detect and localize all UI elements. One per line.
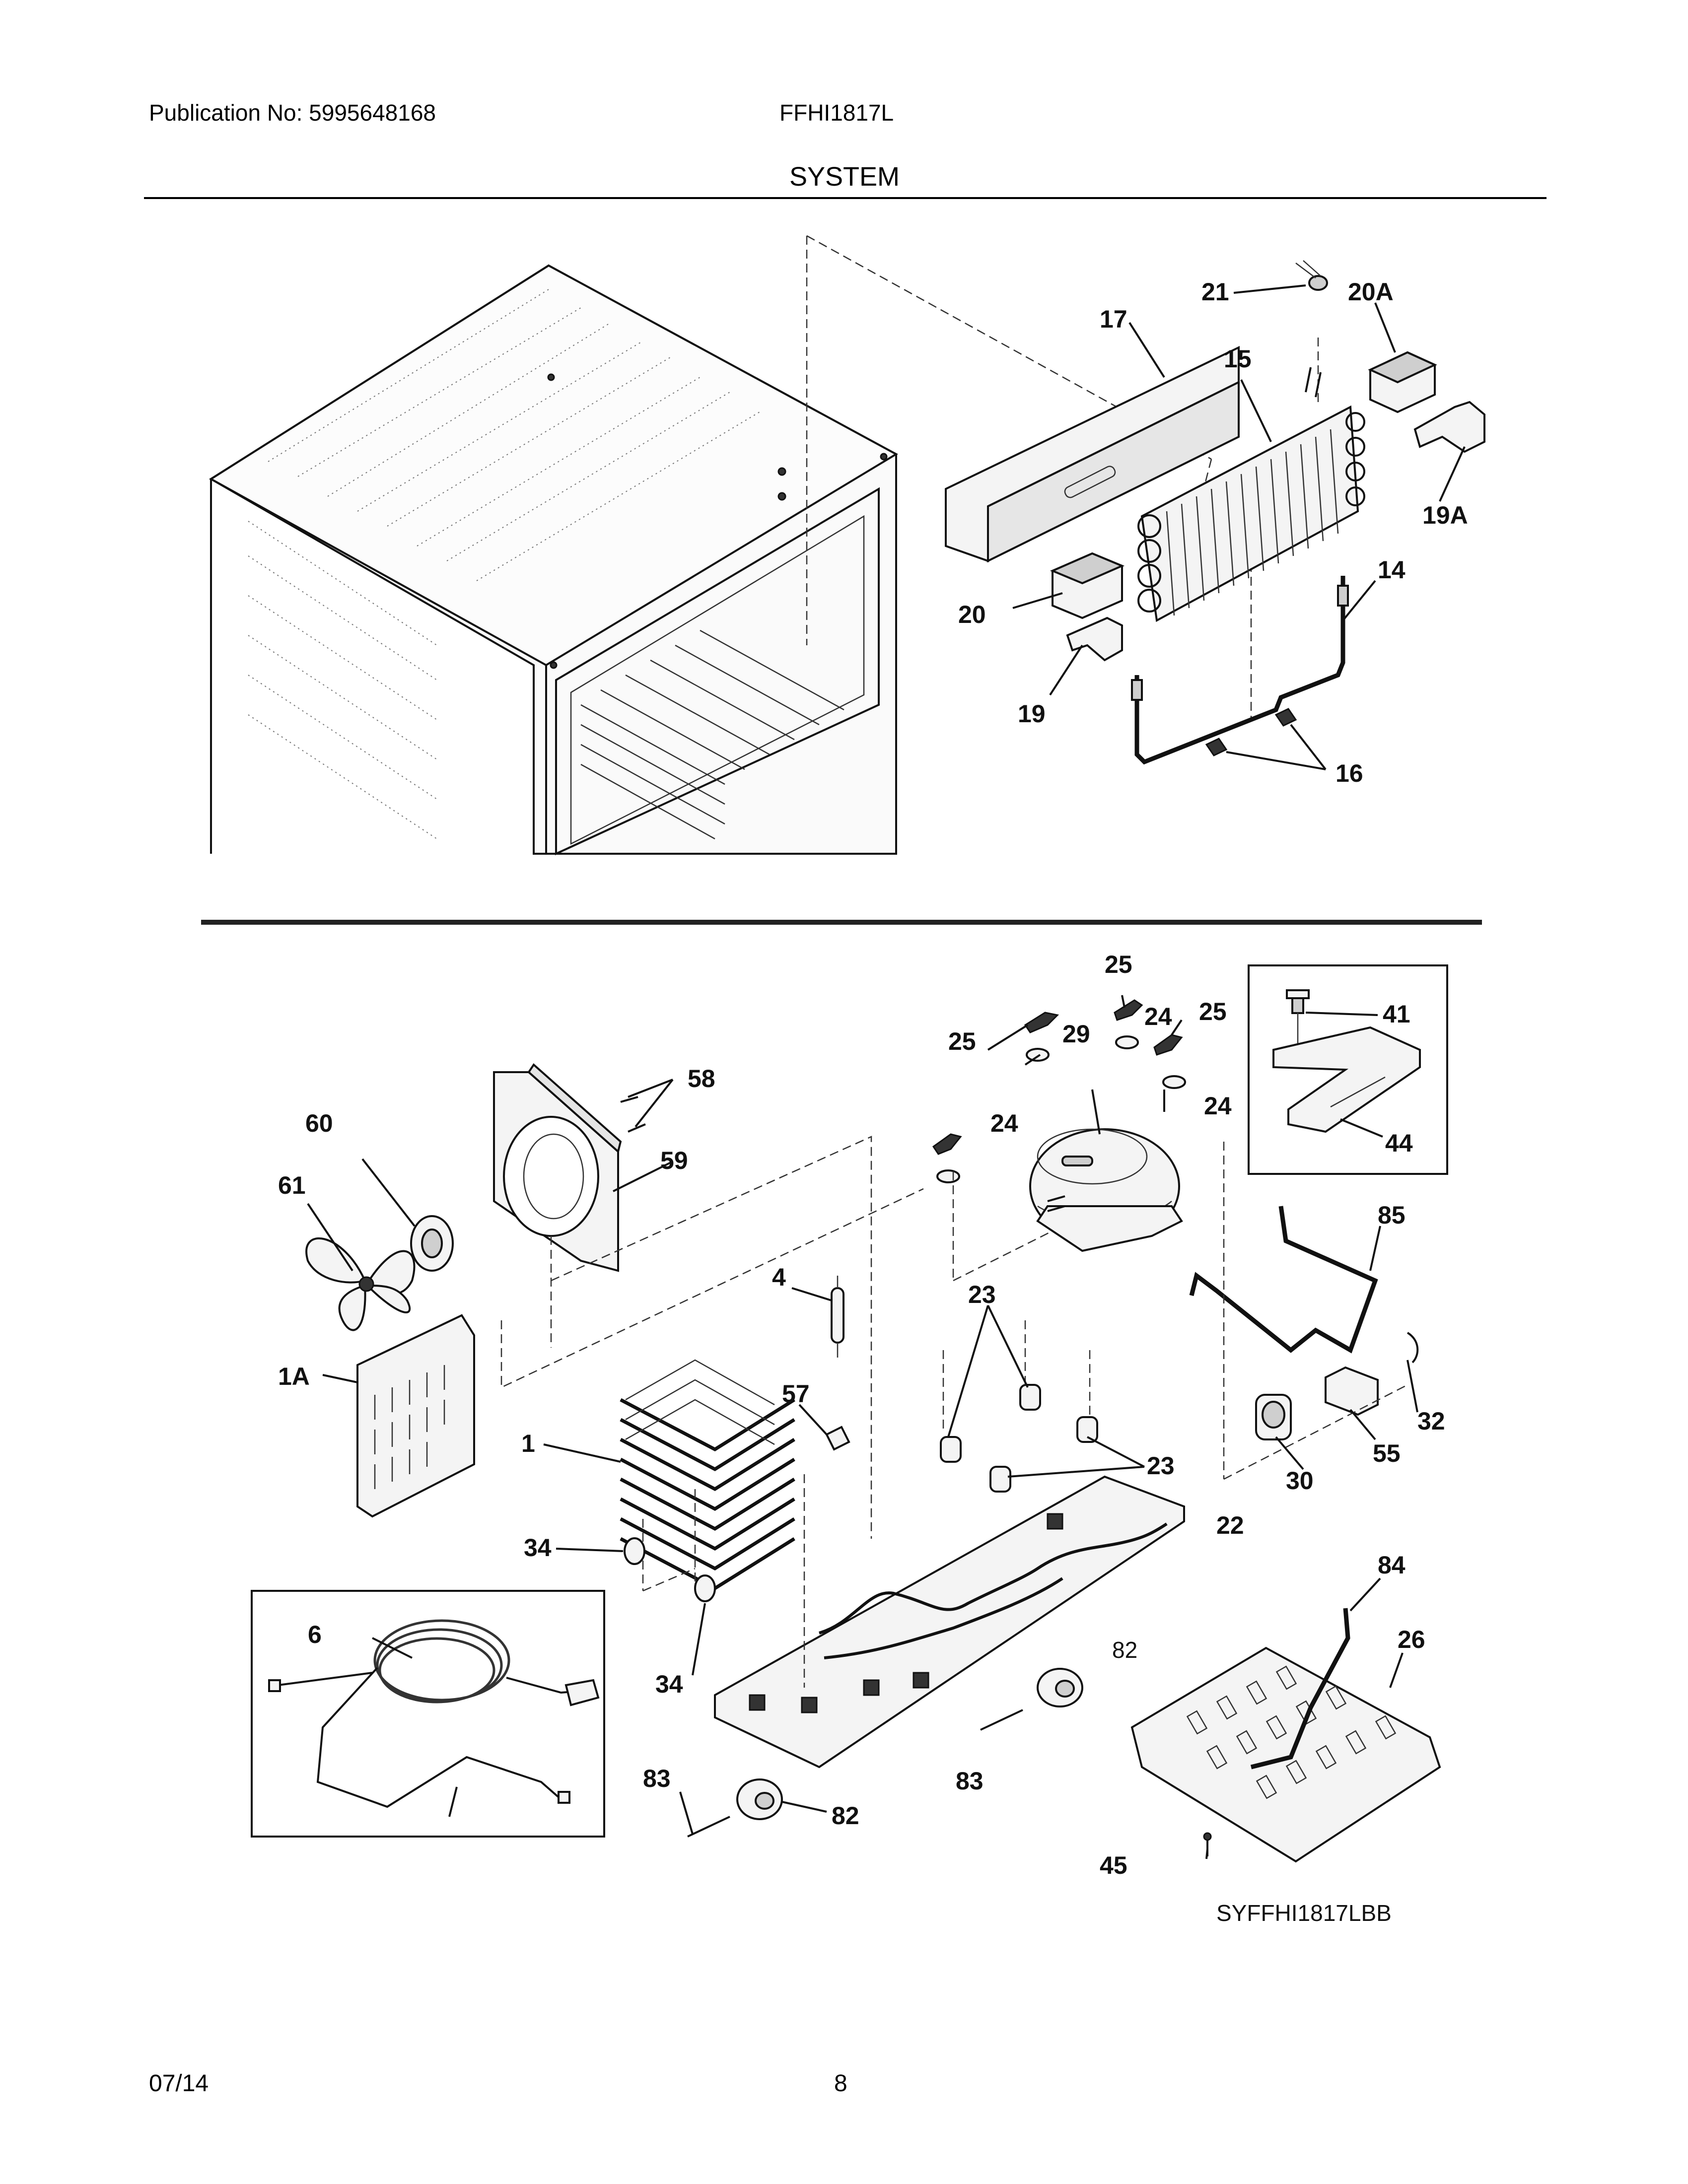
callout-6: 6 bbox=[308, 1621, 322, 1648]
callout-24-c: 24 bbox=[1204, 1092, 1232, 1120]
callout-45: 45 bbox=[1100, 1851, 1127, 1879]
callout-60: 60 bbox=[305, 1109, 333, 1137]
condenser-part-1 bbox=[620, 1359, 795, 1591]
section-title: SYSTEM bbox=[789, 162, 900, 192]
callout-44: 44 bbox=[1385, 1129, 1413, 1157]
callout-23-a: 23 bbox=[968, 1281, 996, 1308]
overload-part-30 bbox=[1255, 1394, 1292, 1440]
footer-date: 07/14 bbox=[149, 2070, 209, 2097]
power-cord-inset bbox=[251, 1590, 605, 1838]
evaporator-deflector-part-17 bbox=[945, 345, 1240, 563]
callout-24-b: 24 bbox=[990, 1109, 1018, 1137]
limiter-bracket-part-19A bbox=[1413, 401, 1485, 453]
fan-shroud-part-59 bbox=[493, 1063, 622, 1272]
discharge-tube-part-85 bbox=[1189, 1206, 1378, 1354]
callout-19: 19 bbox=[1018, 700, 1046, 728]
condenser-panel-part-1A bbox=[356, 1314, 475, 1518]
callout-17: 17 bbox=[1100, 305, 1127, 333]
callout-55: 55 bbox=[1373, 1439, 1401, 1467]
defrost-thermostat-part-21 bbox=[1295, 260, 1328, 291]
publication-number: Publication No: 5995648168 bbox=[149, 100, 436, 126]
heater-clips-part-16 bbox=[1205, 708, 1297, 756]
callout-29: 29 bbox=[1062, 1020, 1090, 1048]
compressor-grommets-part-23 bbox=[940, 1384, 1098, 1493]
callout-58: 58 bbox=[688, 1065, 715, 1092]
callout-83-b: 83 bbox=[956, 1767, 984, 1795]
callout-57: 57 bbox=[782, 1380, 810, 1408]
callout-23-b: 23 bbox=[1147, 1452, 1175, 1480]
upper-callout-leaders bbox=[1012, 284, 1466, 770]
header-divider bbox=[144, 197, 1547, 199]
roller-screws-part-83 bbox=[687, 1709, 1023, 1838]
callout-16: 16 bbox=[1336, 759, 1363, 787]
fan-motor-part-60 bbox=[410, 1215, 454, 1272]
callout-24-a: 24 bbox=[1144, 1003, 1172, 1030]
shroud-screws-part-58 bbox=[620, 1096, 646, 1133]
refrigerator-cabinet bbox=[209, 264, 899, 856]
callout-21: 21 bbox=[1201, 278, 1229, 306]
drain-tube-part-84 bbox=[1250, 1608, 1350, 1770]
page-number: 8 bbox=[834, 2070, 847, 2097]
callout-25-c: 25 bbox=[1199, 998, 1227, 1025]
callout-41: 41 bbox=[1383, 1000, 1410, 1028]
callout-34-a: 34 bbox=[524, 1534, 552, 1562]
callout-1: 1 bbox=[521, 1430, 535, 1457]
callout-26: 26 bbox=[1398, 1626, 1425, 1653]
evaporator-part-15 bbox=[1137, 367, 1365, 622]
compressor-part-29 bbox=[1029, 1128, 1183, 1252]
compressor-base-part-22 bbox=[714, 1475, 1185, 1769]
relay-part-55 bbox=[1325, 1366, 1379, 1416]
callout-20: 20 bbox=[958, 601, 986, 628]
limiter-bracket-part-19 bbox=[1066, 616, 1123, 662]
callout-85: 85 bbox=[1378, 1201, 1406, 1229]
callout-20A: 20A bbox=[1348, 278, 1394, 306]
callout-14: 14 bbox=[1378, 556, 1406, 584]
callout-25-a: 25 bbox=[1105, 951, 1132, 978]
lower-dashed-leaders bbox=[500, 1136, 1408, 1688]
callout-4: 4 bbox=[772, 1263, 786, 1291]
compressor-clips-part-25 bbox=[932, 999, 1183, 1155]
callout-84: 84 bbox=[1378, 1551, 1406, 1579]
compressor-bracket-inset bbox=[1248, 964, 1448, 1175]
filter-drier-part-4 bbox=[831, 1276, 844, 1358]
callout-15: 15 bbox=[1224, 345, 1252, 373]
callout-34-b: 34 bbox=[655, 1670, 683, 1698]
callout-30: 30 bbox=[1286, 1467, 1314, 1495]
lower-callout-leaders bbox=[307, 995, 1418, 1859]
condenser-grommets-part-34 bbox=[624, 1537, 716, 1602]
defrost-limiter-part-20 bbox=[1050, 552, 1125, 619]
rollers-part-82 bbox=[736, 1668, 1083, 1820]
section-divider bbox=[201, 920, 1482, 925]
fan-blade-part-61 bbox=[305, 1237, 416, 1331]
callout-32: 32 bbox=[1417, 1407, 1445, 1435]
callout-1A: 1A bbox=[278, 1363, 310, 1390]
diagram-reference-code: SYFFHI1817LBB bbox=[1216, 1900, 1392, 1926]
callout-22: 22 bbox=[1216, 1511, 1244, 1539]
tube-clip-part-57 bbox=[825, 1426, 850, 1451]
callout-19A: 19A bbox=[1422, 501, 1468, 529]
relay-cover-part-32 bbox=[1407, 1332, 1419, 1364]
callout-82-a: 82 bbox=[1112, 1637, 1137, 1663]
defrost-limiter-part-20A bbox=[1368, 351, 1437, 413]
callout-82-b: 82 bbox=[832, 1802, 859, 1830]
callout-61: 61 bbox=[278, 1171, 306, 1199]
callout-25-b: 25 bbox=[948, 1027, 976, 1055]
callout-83-a: 83 bbox=[643, 1765, 671, 1792]
callout-59: 59 bbox=[660, 1147, 688, 1174]
defrost-heater-part-14 bbox=[1131, 576, 1349, 765]
model-number: FFHI1817L bbox=[779, 100, 894, 126]
power-cord-part-6 bbox=[268, 1619, 600, 1817]
